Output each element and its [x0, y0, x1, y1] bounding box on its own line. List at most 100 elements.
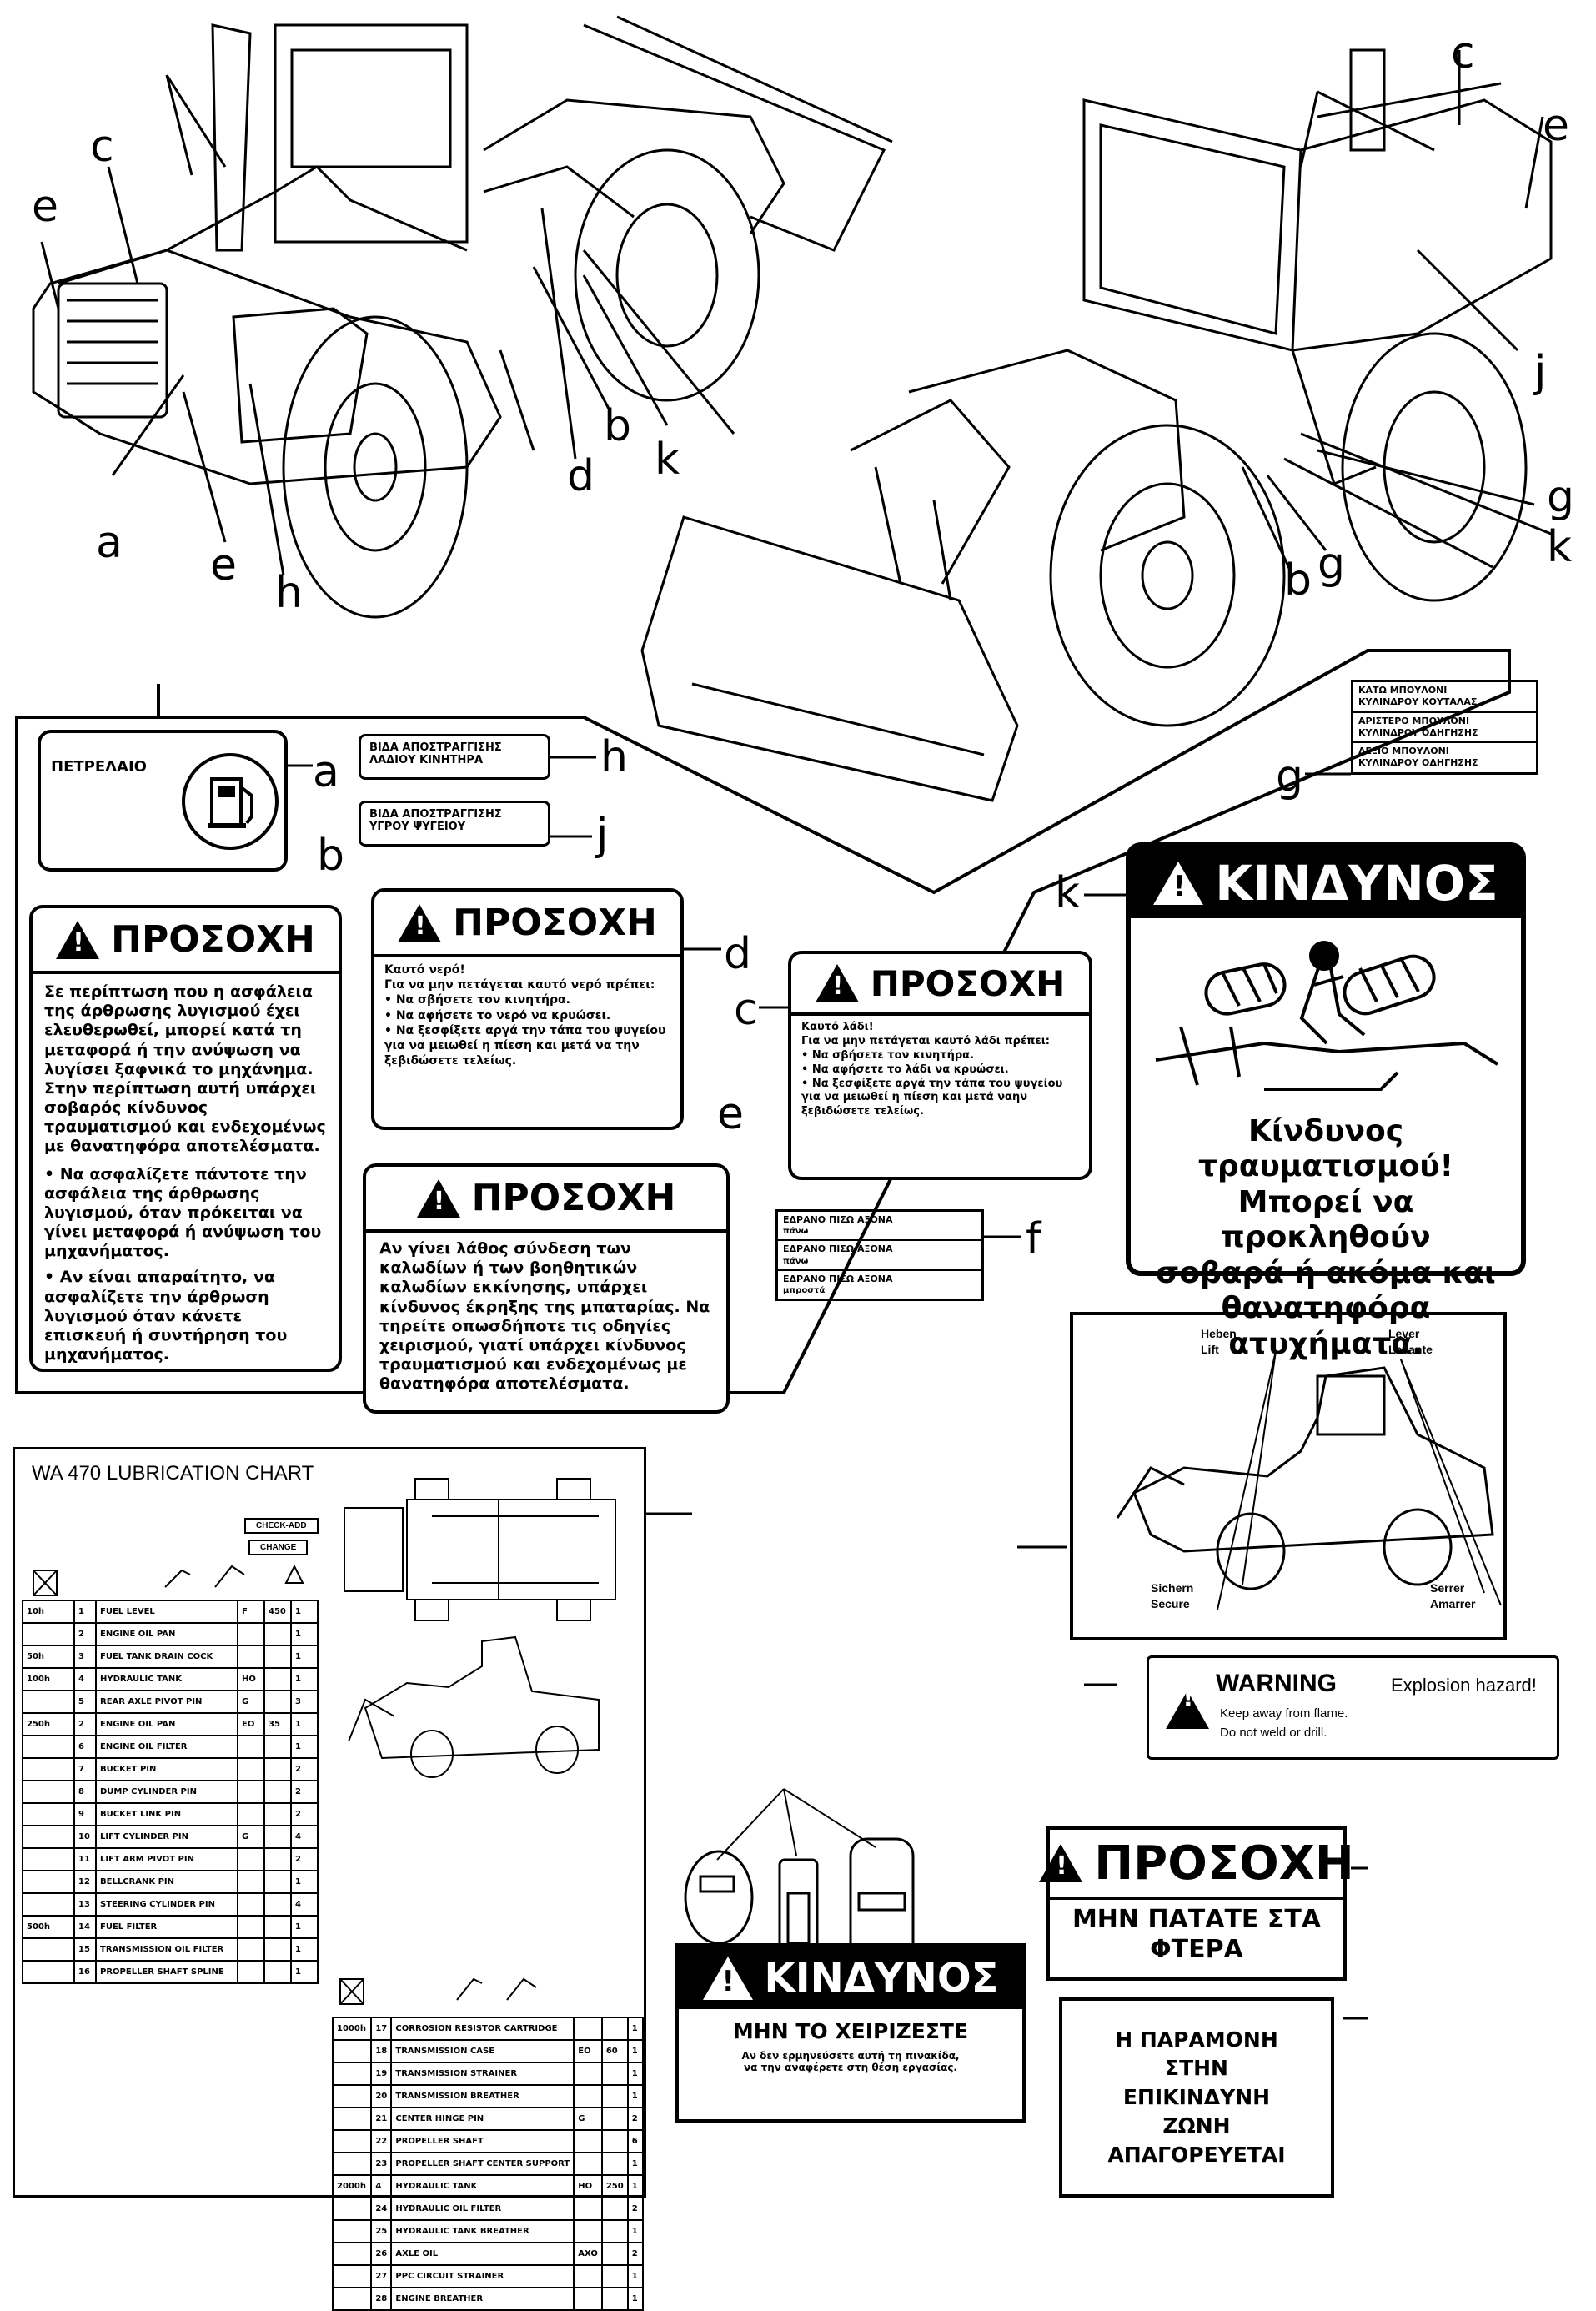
- lub-cell-int: [331, 2107, 373, 2131]
- caution-body: Σε περίπτωση που η ασφάλεια της άρθρωσης…: [44, 982, 326, 1156]
- lub-cell-item: CENTER HINGE PIN: [390, 2107, 575, 2131]
- lever-label: Lever Levante: [1388, 1326, 1433, 1358]
- decal-g-text: ΔΕΞΙΟ ΜΠΟΥΛΟΝΙ: [1358, 746, 1449, 757]
- warning-triangle-icon: [1039, 1844, 1083, 1882]
- caution-bullet-text: Να αφήσετε το λάδι να κρυώσει.: [811, 1063, 1009, 1076]
- caution-body: ΜΗΝ ΠΑΤΑΤΕ ΣΤΑ ΦΤΕΡΑ: [1050, 1900, 1343, 1965]
- caution-body: Καυτό νερό! Για να μην πετάγεται καυτό ν…: [374, 957, 680, 1073]
- caution-line: Καυτό λάδι!: [801, 1021, 874, 1033]
- lub-cell-no: 22: [370, 2129, 393, 2153]
- lub-cell-b: 35: [263, 1712, 292, 1736]
- lub-cell-no: 4: [73, 1667, 97, 1691]
- decal-group-outline: [15, 649, 1511, 1394]
- lub-cell-c: 2: [290, 1802, 319, 1826]
- lub-cell-int: 2000h: [331, 2174, 373, 2198]
- lub-cell-c: 1: [626, 2287, 645, 2311]
- lub-cell-c: 1: [290, 1667, 319, 1691]
- lub-cell-b: [600, 2017, 629, 2041]
- lub-cell-c: 1: [290, 1600, 319, 1624]
- lub-cell-a: [237, 1780, 265, 1804]
- caution-bullet: • Να ξεσφίξετε αργά την τάπα του ψυγείου…: [384, 1023, 666, 1068]
- callout-e: e: [32, 182, 58, 232]
- lub-cell-b: [600, 2197, 629, 2221]
- lub-cell-no: 28: [370, 2287, 393, 2311]
- loader-front-view: [640, 48, 1553, 802]
- lub-cell-c: 1: [626, 2264, 645, 2288]
- decal-f-text: πάνω: [783, 1256, 809, 1266]
- danger-zone-line: ΖΩΝΗ: [1162, 2113, 1231, 2138]
- caution-header: ΠΡΟΣΟΧΗ: [1039, 1830, 1354, 1900]
- decal-rear-axle: ΕΔΡΑΝΟ ΠΙΣΩ ΑΞΟΝΑ πάνω ΕΔΡΑΝΟ ΠΙΣΩ ΑΞΟΝΑ…: [775, 1209, 984, 1301]
- warning-triangle-icon: [1166, 1676, 1209, 1729]
- lub-cell-no: 23: [370, 2152, 393, 2176]
- leader-d: [684, 947, 721, 951]
- lub-cell-b: 60: [600, 2039, 629, 2063]
- lub-cell-no: 5: [73, 1690, 97, 1714]
- lub-cell-item: ENGINE OIL PAN: [95, 1712, 238, 1736]
- lub-cell-b: [263, 1892, 292, 1917]
- decal-letter-h: h: [600, 732, 628, 782]
- danger-line: θανατηφόρα ατυχήματα.: [1221, 1291, 1431, 1361]
- warning-line: Do not weld or drill.: [1220, 1725, 1327, 1740]
- lub-cell-no: 6: [73, 1735, 97, 1759]
- callout-g: g: [1317, 539, 1346, 589]
- decal-battery-caution: ΠΡΟΣΟΧΗ Αν γίνει λάθος σύνδεση των καλωδ…: [363, 1163, 730, 1414]
- lub-cell-a: AXO: [573, 2242, 603, 2266]
- lub-cell-item: TRANSMISSION STRAINER: [390, 2062, 575, 2086]
- lub-cell-a: [237, 1892, 265, 1917]
- lub-cell-a: [237, 1622, 265, 1646]
- decal-g-text: ΚΑΤΩ ΜΠΟΥΛΟΝΙ: [1358, 685, 1448, 696]
- lever-label-en: Lever: [1388, 1327, 1420, 1340]
- lub-cell-item: HYDRAULIC TANK: [95, 1667, 238, 1691]
- lub-cell-b: [263, 1667, 292, 1691]
- lub-cell-a: [237, 1645, 265, 1669]
- caution-bullet-text: Να σβήσετε τον κινητήρα.: [395, 993, 570, 1007]
- lub-cell-a: G: [237, 1825, 265, 1849]
- change-legend: CHANGE: [248, 1540, 309, 1555]
- secure-label: Sichern Secure: [1151, 1580, 1193, 1612]
- lub-cell-no: 15: [73, 1937, 97, 1962]
- lift-label-de: Heben: [1201, 1327, 1237, 1340]
- loader-rear-view: [32, 15, 893, 619]
- lub-cell-a: [573, 2264, 603, 2288]
- caution-title: ΠΡΟΣΟΧΗ: [1094, 1836, 1354, 1891]
- caution-title: ΠΡΟΣΟΧΗ: [471, 1177, 676, 1219]
- lub-cell-item: FUEL FILTER: [95, 1915, 238, 1939]
- lub-cell-c: 1: [290, 1915, 319, 1939]
- danger-title: ΚΙΝΔΥΝΟΣ: [1215, 854, 1498, 912]
- danger-header: ΚΙΝΔΥΝΟΣ: [679, 1947, 1022, 2009]
- lub-chart-art: [33, 1478, 616, 2005]
- caution-body: Καυτό λάδι! Για να μην πετάγεται καυτό λ…: [791, 1016, 1089, 1124]
- callout-e: e: [210, 540, 237, 590]
- callout-b: b: [604, 401, 632, 451]
- lubrication-chart: WA 470 LUBRICATION CHART CHECK-ADD CHANG…: [13, 1447, 646, 2311]
- caution-header: ΠΡΟΣΟΧΗ: [374, 892, 680, 957]
- lub-cell-item: ENGINE OIL FILTER: [95, 1735, 238, 1759]
- danger-line: σοβαρά ή ακόμα και: [1156, 1255, 1496, 1290]
- caution-bullet-text: Να ξεσφίξετε αργά την τάπα του ψυγείου γ…: [801, 1077, 1063, 1118]
- lub-cell-no: 18: [370, 2039, 393, 2063]
- lub-cell-item: FUEL LEVEL: [95, 1600, 238, 1624]
- lub-cell-b: [263, 1825, 292, 1849]
- decal-h-line2: ΛΑΔΙΟΥ ΚΙΝΗΤΗΡΑ: [369, 754, 484, 766]
- danger-zone-text: Η ΠΑΡΑΜΟΝΗ ΣΤΗΝ ΕΠΙΚΙΝΔΥΝΗ ΖΩΝΗ ΑΠΑΓΟΡΕΥ…: [1107, 2026, 1285, 2170]
- lub-cell-c: 1: [290, 1622, 319, 1646]
- lub-cell-b: [263, 1937, 292, 1962]
- callout-e: e: [1543, 101, 1569, 151]
- lub-cell-c: 1: [626, 2084, 645, 2108]
- lub-cell-int: [331, 2039, 373, 2063]
- decal-articulation-caution: ΠΡΟΣΟΧΗ Σε περίπτωση που η ασφάλεια της …: [29, 905, 342, 1372]
- danger-zone-line: Η ΠΑΡΑΜΟΝΗ: [1115, 2027, 1278, 2052]
- warning-triangle-icon: [56, 920, 100, 959]
- decal-no-step-fenders: ΠΡΟΣΟΧΗ ΜΗΝ ΠΑΤΑΤΕ ΣΤΑ ΦΤΕΡΑ: [1039, 1826, 1354, 1981]
- warning-title: WARNING: [1216, 1670, 1337, 1697]
- danger-body: Κίνδυνος τραυματισμού! Μπορεί να προκληθ…: [1131, 1114, 1521, 1362]
- caution-header: ΠΡΟΣΟΧΗ: [791, 954, 1089, 1016]
